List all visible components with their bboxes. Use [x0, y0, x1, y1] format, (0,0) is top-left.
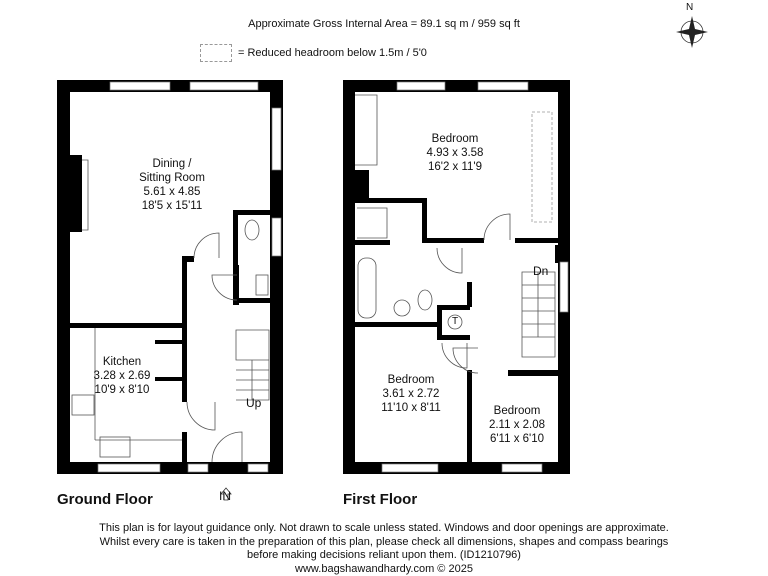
reduced-headroom-area: [531, 111, 553, 223]
door-swing: [483, 213, 511, 241]
dashed-box-icon: [200, 44, 232, 62]
room-name: Dining /: [152, 158, 192, 170]
room-size-imperial: 10'9 x 8'10: [94, 384, 150, 396]
room-size-imperial: 18'5 x 15'11: [141, 200, 203, 212]
tank-cupboard-icon: [447, 314, 463, 330]
room-name: Sitting Room: [139, 172, 205, 184]
compass-icon: [676, 16, 708, 48]
toilet-icon: [244, 219, 260, 241]
sink-icon: [99, 436, 131, 458]
door-swing: [441, 342, 468, 369]
room-size-metric: 3.61 x 2.72: [382, 388, 440, 400]
room-name: Bedroom: [387, 374, 435, 386]
room-kitchen: Kitchen 3.28 x 2.69 10'9 x 8'10: [94, 355, 151, 397]
room-bedroom-1: Bedroom 4.93 x 3.58 16'2 x 11'9: [427, 132, 484, 174]
toilet-icon: [417, 289, 433, 311]
first-floor-windows: [381, 81, 569, 473]
legend-text: = Reduced headroom below 1.5m / 5'0: [238, 47, 427, 59]
disclaimer-line: before making decisions reliant upon the…: [247, 549, 521, 561]
room-name: Kitchen: [102, 356, 142, 368]
door-swing: [211, 274, 238, 301]
entrance-label: IN: [219, 489, 231, 503]
door-swing: [186, 401, 216, 431]
basin-icon: [255, 274, 269, 296]
wardrobe: [355, 94, 378, 166]
room-size-metric: 4.93 x 3.58: [426, 147, 484, 159]
ground-floor-walls: [57, 80, 283, 474]
room-bedroom-2: Bedroom 3.61 x 2.72 11'10 x 8'11: [381, 373, 441, 415]
room-bedroom-3: Bedroom 2.11 x 2.08 6'11 x 6'10: [489, 404, 545, 446]
room-name: Bedroom: [431, 133, 479, 145]
room-size-imperial: 6'11 x 6'10: [489, 433, 545, 445]
entrance-door-swing: [211, 431, 243, 463]
ground-floor-title: Ground Floor: [57, 491, 153, 508]
website-link[interactable]: www.bagshawandhardy.com © 2025: [295, 562, 473, 575]
room-size-metric: 5.61 x 4.85: [143, 186, 201, 198]
gross-internal-area: Approximate Gross Internal Area = 89.1 s…: [248, 18, 520, 30]
room-dining-sitting: Dining / Sitting Room 5.61 x 4.85 18'5 x…: [139, 157, 205, 213]
fireplace: [82, 159, 89, 231]
door-swing: [452, 347, 479, 374]
disclaimer-line: Whilst every care is taken in the prepar…: [99, 535, 669, 548]
disclaimer: This plan is for layout guidance only. N…: [0, 522, 768, 576]
door-swing: [193, 232, 220, 259]
door-swing: [436, 247, 463, 274]
first-floor-title: First Floor: [343, 491, 418, 508]
room-size-metric: 3.28 x 2.69: [93, 370, 151, 382]
ground-floor-windows: [97, 81, 282, 473]
stairs-down-label: Dn: [533, 264, 549, 278]
compass-north-label: N: [686, 2, 694, 13]
bath-icon: [357, 257, 377, 319]
headroom-legend: = Reduced headroom below 1.5m / 5'0: [200, 44, 427, 62]
stairs-up-label: Up: [246, 396, 262, 410]
room-size-imperial: 16'2 x 11'9: [427, 161, 483, 173]
room-size-imperial: 11'10 x 8'11: [381, 402, 441, 414]
entrance-arrow-icon: [220, 487, 232, 501]
room-name: Bedroom: [493, 405, 541, 417]
disclaimer-line: This plan is for layout guidance only. N…: [99, 522, 669, 534]
room-size-metric: 2.11 x 2.08: [488, 419, 546, 431]
stairs-icon: [521, 271, 556, 358]
tank-label: T: [452, 316, 459, 327]
stairs-icon: [235, 329, 270, 401]
hob-icon: [71, 394, 95, 416]
basin-icon: [393, 299, 411, 317]
shower-icon: [357, 207, 388, 239]
